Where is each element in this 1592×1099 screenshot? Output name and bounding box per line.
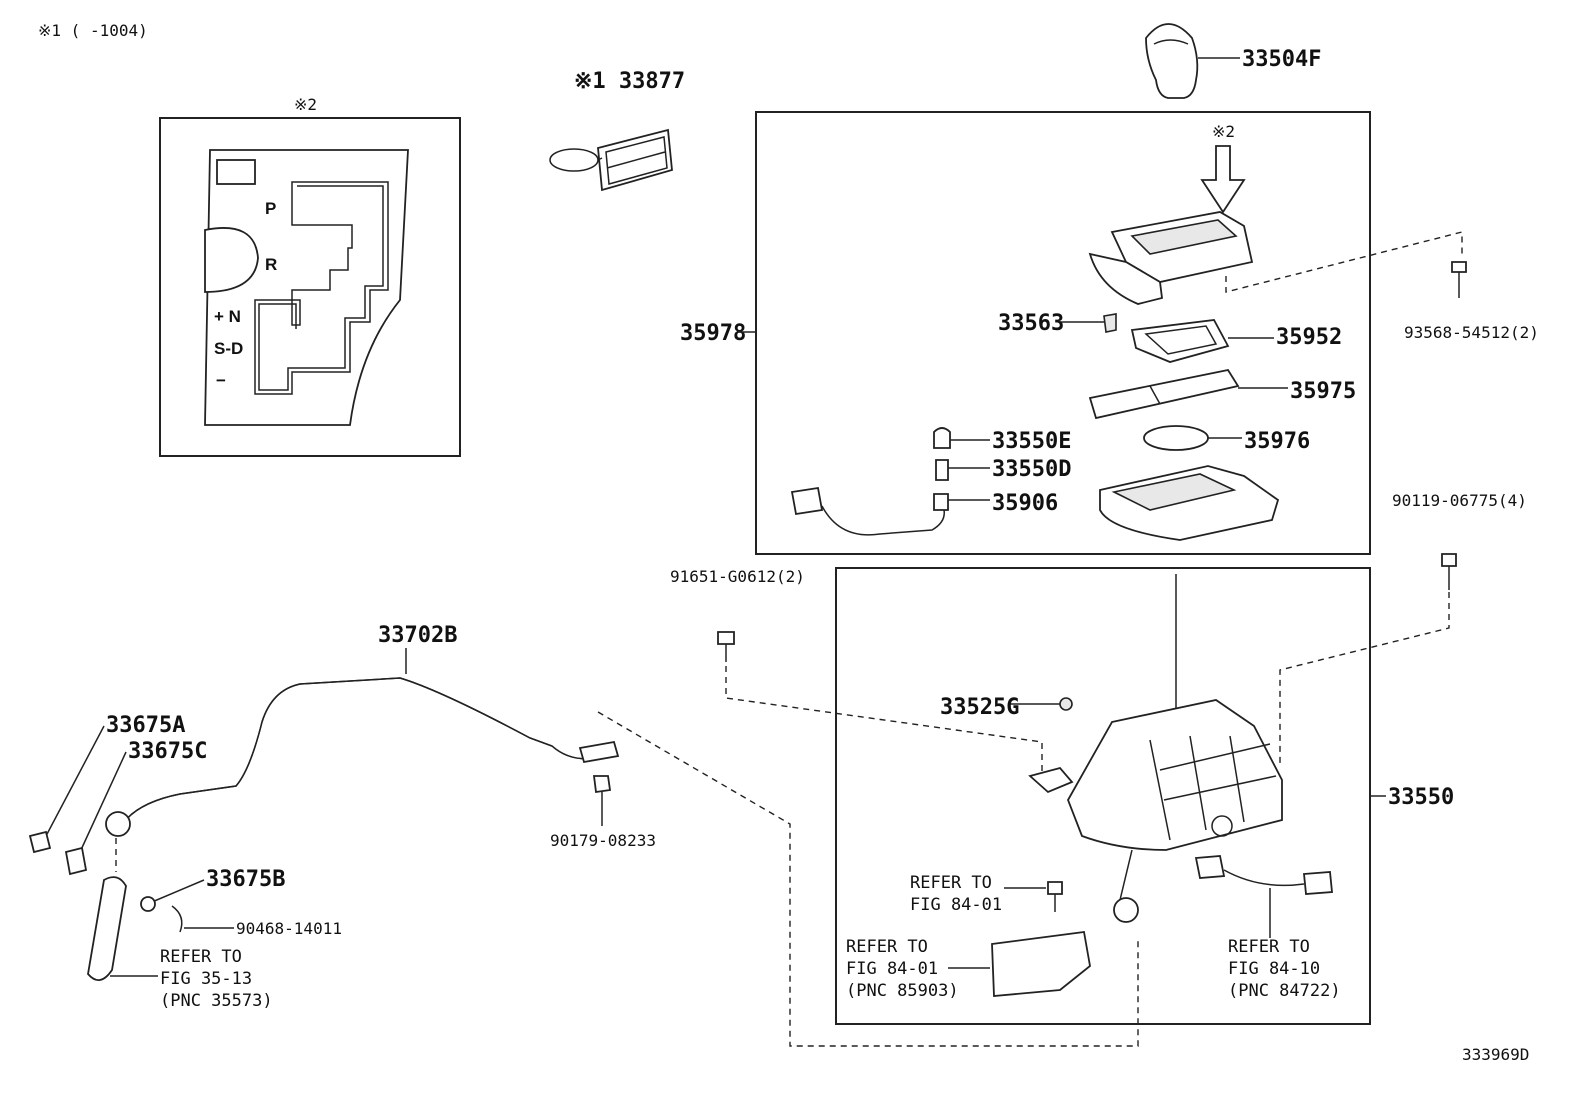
- nut-90179: [592, 775, 612, 794]
- ref-r4-line3: (PNC 84722): [1228, 981, 1341, 1001]
- label-33550D: 33550D: [992, 457, 1071, 482]
- inset-mark: ※2: [294, 95, 317, 114]
- ref-r3-line1: REFER TO: [846, 937, 928, 957]
- ref-r4-line2: FIG 84-10: [1228, 959, 1320, 979]
- dashed-leader-90119: [1279, 592, 1450, 766]
- label-35906: 35906: [992, 491, 1058, 516]
- harness-35906: [790, 486, 949, 536]
- cable-33702B: [105, 677, 620, 837]
- label-90468: 90468-14011: [236, 919, 342, 938]
- part-35952-bezel: [1130, 319, 1230, 363]
- label-33702B: 33702B: [378, 623, 457, 648]
- leader-33675A: [45, 725, 105, 837]
- label-33504F: 33504F: [1242, 47, 1321, 72]
- part-33563-clip: [1103, 313, 1117, 333]
- label-33525G: 33525G: [940, 695, 1019, 720]
- gate-label-p: P: [265, 199, 276, 218]
- label-90119: 90119-06775(4): [1392, 491, 1527, 510]
- part-lower-housing: [1099, 465, 1280, 541]
- ref-r1-line1: REFER TO: [160, 947, 242, 967]
- label-33563: 33563: [998, 311, 1064, 336]
- part-33525G-ring: [1059, 697, 1073, 711]
- diagram-code: 333969D: [1462, 1045, 1529, 1064]
- lever-35573: [87, 876, 127, 981]
- label-93568: 93568-54512(2): [1404, 323, 1539, 342]
- screw-93568: [1451, 261, 1467, 298]
- ref-r1-line2: FIG 35-13: [160, 969, 252, 989]
- ref-r3-line3: (PNC 85903): [846, 981, 959, 1001]
- leader-33675C: [79, 751, 127, 853]
- label-35975: 35975: [1290, 379, 1356, 404]
- label-33550: 33550: [1388, 785, 1454, 810]
- leader-33675B: [151, 879, 205, 903]
- assembly-35978-frame: [755, 111, 1371, 555]
- part-33877-plate: [549, 128, 673, 192]
- label-91651: 91651-G0612(2): [670, 567, 805, 586]
- ref-r2-line2: FIG 84-01: [910, 895, 1002, 915]
- ref-r1-line3: (PNC 35573): [160, 991, 273, 1011]
- label-35976: 35976: [1244, 429, 1310, 454]
- label-33675C: 33675C: [128, 739, 207, 764]
- label-33675A: 33675A: [106, 713, 185, 738]
- label-90179: 90179-08233: [550, 831, 656, 850]
- label-mark2-arrow: ※2: [1212, 122, 1235, 141]
- dashed-leader-91651: [725, 666, 1043, 778]
- label-35952: 35952: [1276, 325, 1342, 350]
- ref-r4-line1: REFER TO: [1228, 937, 1310, 957]
- shift-gate-inset-frame: [159, 117, 461, 457]
- part-85903-bracket: [991, 930, 1091, 997]
- pin-33675A: [28, 830, 52, 854]
- part-35975-cover: [1088, 368, 1240, 420]
- bulb-33550E: [933, 427, 951, 449]
- gate-label-n: + N: [214, 307, 241, 326]
- clip-90468: [171, 905, 183, 933]
- ref-r3-line2: FIG 84-01: [846, 959, 938, 979]
- label-33550E: 33550E: [992, 429, 1071, 454]
- washer-33675B: [140, 896, 156, 912]
- shift-gate-plate: [204, 149, 409, 426]
- header-note: ※1 ( -1004): [38, 21, 148, 40]
- part-shifter-body: [1028, 574, 1283, 923]
- dashed-leader-cable: [597, 711, 1139, 1047]
- screw-91651: [717, 631, 735, 662]
- bushing-33675C: [64, 846, 88, 876]
- gate-label-r: R: [265, 255, 277, 274]
- dashed-leader-93568: [1225, 231, 1463, 293]
- down-arrow-icon: [1200, 145, 1246, 214]
- part-35976-disc: [1143, 425, 1209, 451]
- part-33504F-knob: [1145, 23, 1199, 99]
- bolt-ref-r2: [1047, 881, 1063, 912]
- label-33877: ※1 33877: [574, 69, 685, 94]
- label-33675B: 33675B: [206, 867, 285, 892]
- gate-label-minus: −: [216, 371, 226, 390]
- bulb-33550D: [935, 459, 949, 481]
- ref-r2-line1: REFER TO: [910, 873, 992, 893]
- screw-90119: [1441, 553, 1457, 590]
- harness-84722: [1194, 855, 1333, 895]
- gate-label-sd: S-D: [214, 339, 243, 358]
- label-35978: 35978: [680, 321, 746, 346]
- part-indicator-housing: [1088, 211, 1254, 305]
